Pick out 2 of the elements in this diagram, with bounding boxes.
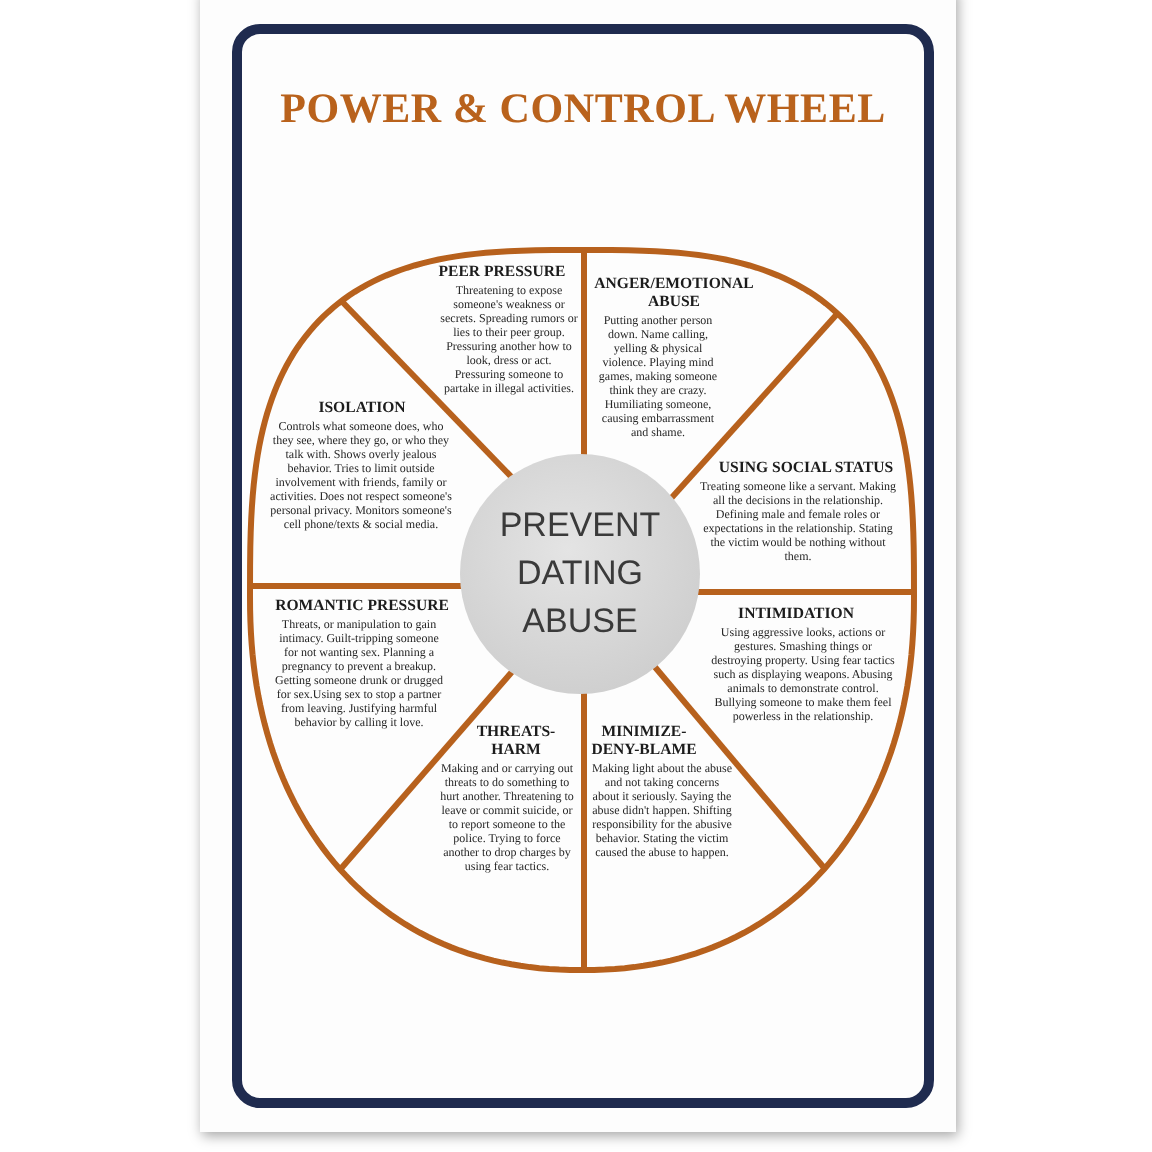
hub-text: PREVENT DATING ABUSE (497, 504, 663, 644)
poster-title: POWER & CONTROL WHEEL (280, 82, 886, 134)
